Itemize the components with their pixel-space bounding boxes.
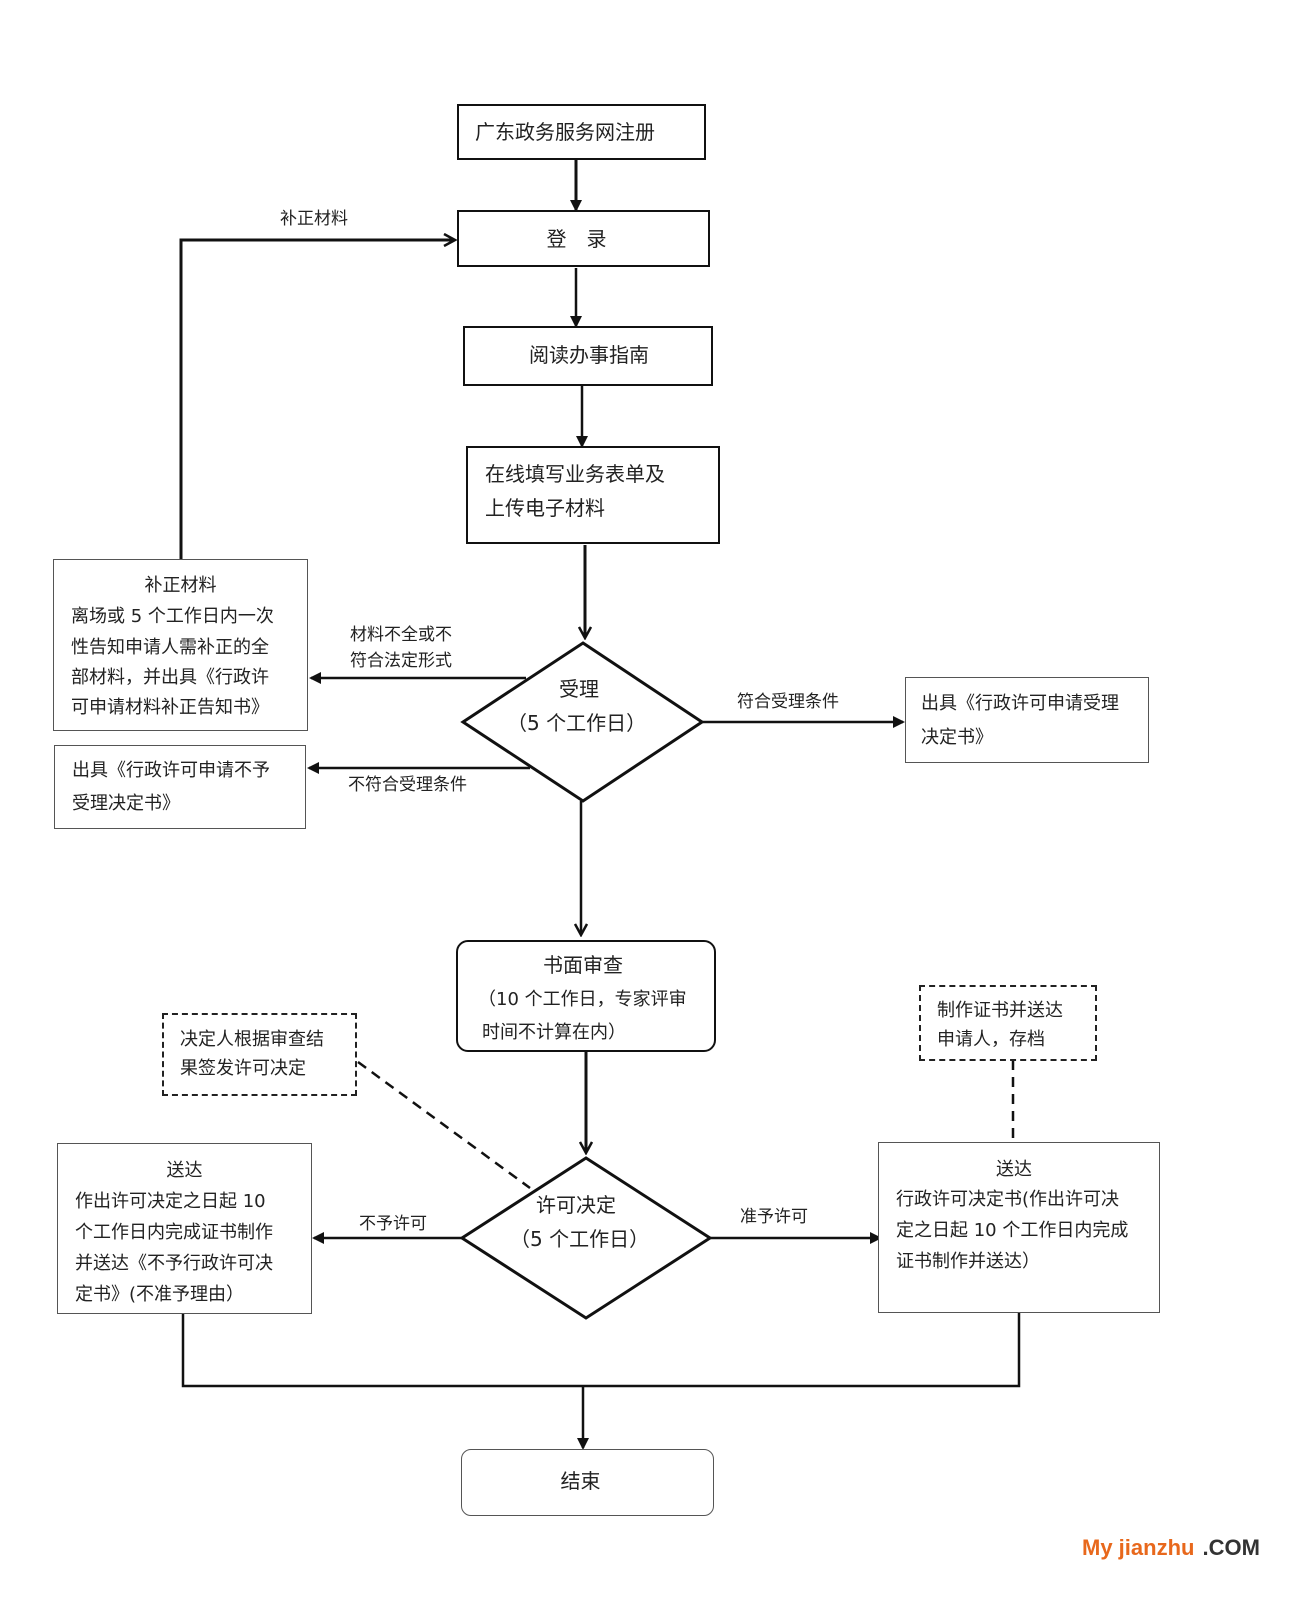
watermark-suffix: .COM bbox=[1202, 1535, 1260, 1560]
signer-note-line-2: 果签发许可决定 bbox=[180, 1058, 306, 1079]
watermark-brand: My jianzhu bbox=[1082, 1535, 1195, 1560]
accept-notice-line-1: 出具《行政许可申请受理 bbox=[921, 693, 1119, 714]
edge-signer-note bbox=[357, 1060, 531, 1190]
certificate-note-box: 制作证书并送达 申请人，存档 bbox=[919, 985, 1097, 1061]
written-review-box: 书面审查 （10 个工作日，专家评审 时间不计算在内） bbox=[456, 940, 716, 1052]
supplement-line-3: 部材料，并出具《行政许 bbox=[71, 667, 269, 688]
grant-delivery-box: 送达 行政许可决定书(作出许可决 定之日起 10 个工作日内完成 证书制作并送达… bbox=[878, 1142, 1160, 1313]
deny-delivery-title: 送达 bbox=[166, 1160, 203, 1181]
reject-accept-box: 出具《行政许可申请不予 受理决定书》 bbox=[54, 745, 306, 829]
label-eligible: 符合受理条件 bbox=[737, 692, 839, 712]
end-label: 结束 bbox=[560, 1469, 601, 1493]
reject-accept-line-2: 受理决定书》 bbox=[72, 793, 180, 814]
register-box: 广东政务服务网注册 bbox=[457, 104, 706, 160]
supplement-box: 补正材料 离场或 5 个工作日内一次 性告知申请人需补正的全 部材料，并出具《行… bbox=[53, 559, 308, 731]
deny-delivery-box: 送达 作出许可决定之日起 10 个工作日内完成证书制作 并送达《不予行政许可决 … bbox=[57, 1143, 312, 1314]
deny-delivery-line-3: 并送达《不予行政许可决 bbox=[75, 1253, 273, 1274]
accept-diamond-shape bbox=[460, 641, 705, 803]
accept-notice-line-2: 决定书》 bbox=[921, 727, 993, 748]
label-incomplete-2: 符合法定形式 bbox=[350, 651, 452, 671]
login-label: 登 录 bbox=[546, 227, 607, 251]
accept-title: 受理 bbox=[559, 677, 599, 701]
fill-form-line-1: 在线填写业务表单及 bbox=[485, 462, 665, 486]
edge-merge bbox=[181, 1312, 1021, 1388]
supplement-line-4: 可申请材料补正告知书》 bbox=[71, 697, 269, 718]
accept-notice-box: 出具《行政许可申请受理 决定书》 bbox=[905, 677, 1149, 763]
written-review-line-2: 时间不计算在内） bbox=[482, 1022, 626, 1043]
grant-delivery-title: 送达 bbox=[996, 1159, 1032, 1180]
license-diamond-shape bbox=[459, 1156, 713, 1320]
written-review-title: 书面审查 bbox=[543, 953, 623, 977]
grant-delivery-line-1: 行政许可决定书(作出许可决 bbox=[896, 1189, 1120, 1210]
accept-subtitle: （5 个工作日） bbox=[507, 711, 647, 735]
signer-note-box: 决定人根据审查结 果签发许可决定 bbox=[162, 1013, 357, 1096]
label-supplement-return: 补正材料 bbox=[280, 209, 348, 229]
label-not-eligible: 不符合受理条件 bbox=[348, 775, 467, 795]
login-box: 登 录 bbox=[457, 210, 710, 267]
license-subtitle: （5 个工作日） bbox=[510, 1227, 650, 1251]
supplement-line-2: 性告知申请人需补正的全 bbox=[71, 637, 269, 658]
label-deny: 不予许可 bbox=[359, 1214, 427, 1234]
license-title: 许可决定 bbox=[536, 1193, 616, 1217]
read-guide-label: 阅读办事指南 bbox=[529, 343, 649, 367]
deny-delivery-line-2: 个工作日内完成证书制作 bbox=[75, 1222, 273, 1243]
label-grant: 准予许可 bbox=[740, 1207, 808, 1227]
fill-form-line-2: 上传电子材料 bbox=[485, 496, 605, 520]
certificate-note-line-2: 申请人，存档 bbox=[937, 1029, 1045, 1050]
label-incomplete-1: 材料不全或不 bbox=[350, 625, 452, 645]
watermark: My jianzhu .COM bbox=[1082, 1535, 1260, 1561]
reject-accept-line-1: 出具《行政许可申请不予 bbox=[72, 760, 270, 781]
signer-note-line-1: 决定人根据审查结 bbox=[180, 1029, 324, 1050]
certificate-note-line-1: 制作证书并送达 bbox=[937, 1000, 1063, 1021]
edge-supplement-return bbox=[179, 240, 455, 560]
supplement-title: 补正材料 bbox=[144, 575, 217, 596]
deny-delivery-line-4: 定书》(不准予理由） bbox=[75, 1284, 245, 1305]
grant-delivery-line-3: 证书制作并送达） bbox=[896, 1251, 1040, 1272]
read-guide-box: 阅读办事指南 bbox=[463, 326, 713, 386]
grant-delivery-line-2: 定之日起 10 个工作日内完成 bbox=[896, 1220, 1129, 1241]
fill-form-box: 在线填写业务表单及 上传电子材料 bbox=[466, 446, 720, 544]
supplement-line-1: 离场或 5 个工作日内一次 bbox=[71, 606, 274, 627]
end-box: 结束 bbox=[461, 1449, 714, 1516]
register-label: 广东政务服务网注册 bbox=[475, 120, 655, 144]
written-review-line-1: （10 个工作日，专家评审 bbox=[478, 989, 687, 1010]
deny-delivery-line-1: 作出许可决定之日起 10 bbox=[75, 1191, 266, 1212]
